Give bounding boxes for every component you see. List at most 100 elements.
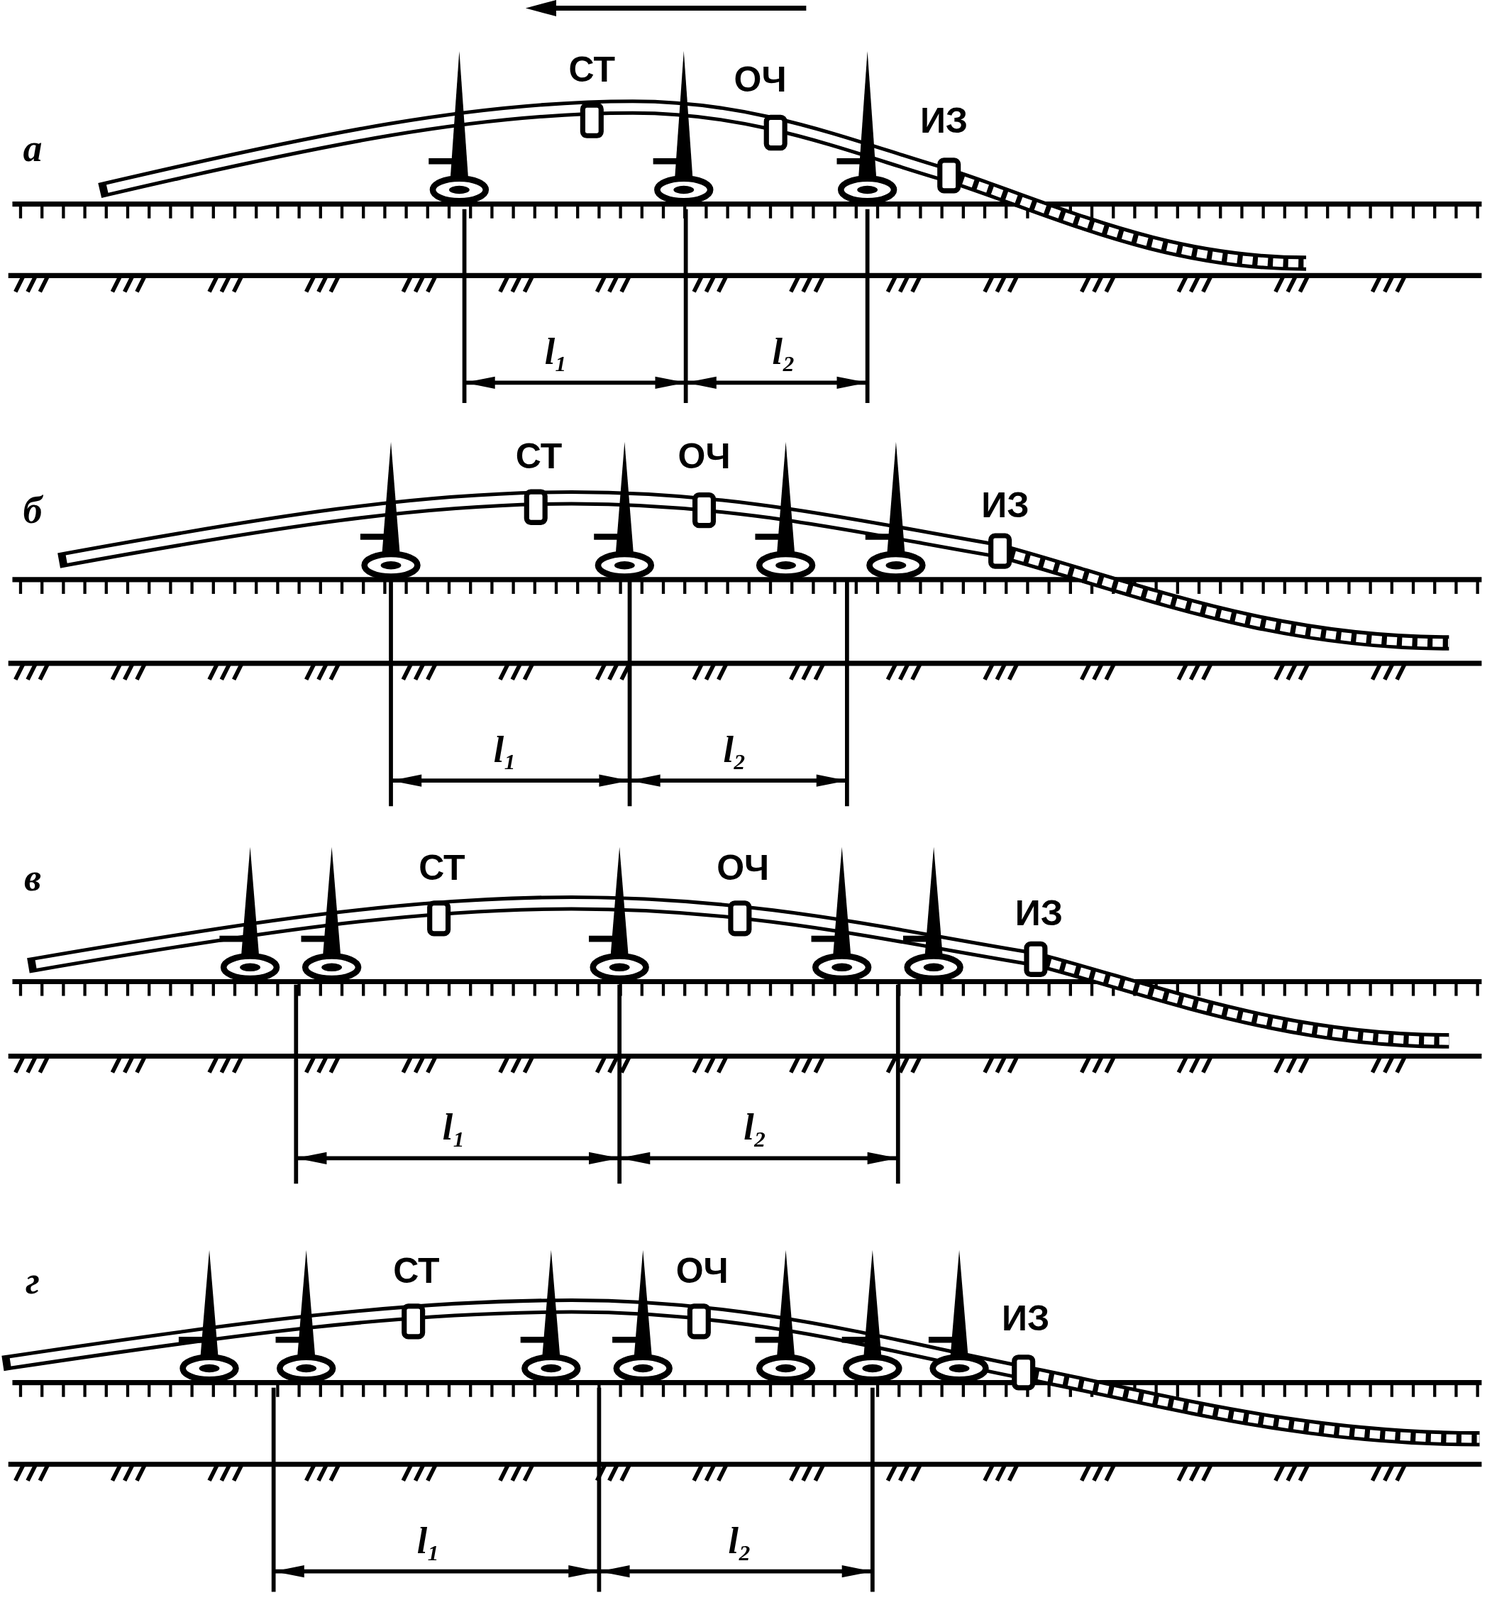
ground-tick [168,204,172,219]
ground-tick [1433,204,1436,219]
hatch [1384,1464,1394,1481]
ground-tick [1347,579,1351,594]
ground-tick [361,1382,365,1397]
hatch [500,1055,509,1072]
hatch [887,663,897,680]
hatch [402,275,412,292]
ground-tick [983,981,987,996]
hatch [1275,275,1285,292]
machine-on-pipe [689,1306,709,1337]
pipelayer-frame [178,1336,215,1344]
dimension-arrow [588,1152,620,1165]
hatch [1384,275,1394,292]
coupling-label: ИЗ [1015,895,1063,931]
ground-tick [40,981,44,996]
hatch [27,1055,37,1072]
pipelayer-track [932,1357,987,1380]
ground-tick [233,579,237,594]
hatch [1191,1055,1200,1072]
hatch [621,275,631,292]
hatch [609,1055,618,1072]
hatch [1191,1464,1200,1481]
ground-tick [1240,579,1243,594]
pipeline [107,107,949,189]
machine-on-pipe [429,903,449,934]
dimension-label: l₂ [769,333,799,371]
ground-tick [1411,204,1415,219]
hatch [1384,1055,1394,1072]
pipelayer-track [598,554,652,577]
machine-on-pipe [695,494,714,526]
hatch [1093,275,1103,292]
ground-tick [640,981,644,996]
ground-tick [1261,204,1265,219]
dimension-arrow [686,376,717,389]
ground-tick [704,1382,708,1397]
pipelayer-track [321,963,342,972]
hatch [318,663,328,680]
ground-tick [790,1382,794,1397]
ground-tick [747,579,751,594]
hatch [318,275,328,292]
hatch [621,1464,631,1481]
ground-tick [597,204,601,219]
pipelayer-frame [928,1336,965,1344]
hatch [234,663,243,680]
coupling-label: СТ [418,849,465,886]
extension-line [271,1387,276,1593]
ground-tick [40,1382,44,1397]
ground-tick [61,981,65,996]
pipelayer-track [815,956,869,980]
ground-tick [1347,981,1351,996]
ground-tick [918,579,922,594]
ground-tick [876,981,880,996]
ground-tick [275,204,279,219]
pipelayer-frame [593,533,630,540]
hatch [1093,1464,1103,1481]
ground-line [12,576,1482,582]
pipelayer-frame [842,1336,878,1344]
ground-tick [533,579,537,594]
hatch [1093,1055,1103,1072]
ground-tick [704,579,708,594]
machine-on-pipe [1014,1357,1033,1388]
ground-tick [1240,1382,1243,1397]
extension-line [683,209,689,403]
ground-tick [190,981,193,996]
ground-tick [811,981,815,996]
hatch [693,1464,703,1481]
ground-tick [661,579,665,594]
ground-tick [725,579,729,594]
hatch [887,1055,897,1072]
ground-tick [1390,204,1394,219]
ground-tick [383,579,386,594]
hatch [815,663,824,680]
extension-line [617,984,622,1184]
ground-tick [1218,204,1222,219]
ground-tick [1004,981,1008,996]
hatch [1384,663,1394,680]
hatch [791,663,800,680]
hatch [1372,663,1382,680]
hatch [887,1464,897,1481]
ground-tick [640,1382,644,1397]
ground-tick [19,579,22,594]
hatch [693,663,703,680]
hatch [597,663,606,680]
ground-tick [61,579,65,594]
ground-tick [1197,204,1201,219]
hatch [221,1055,230,1072]
ground-tick [190,579,193,594]
pipelayer-boom [776,441,796,558]
ground-tick [297,579,301,594]
ground-line [12,1379,1482,1385]
panel-letter: а [23,129,43,168]
ground-tick [19,981,22,996]
dimension-arrow [568,1565,599,1578]
ground-tick [1325,1382,1329,1397]
ground-tick [147,579,151,594]
hatch [124,275,134,292]
hatch [1106,663,1115,680]
pipelayer-frame [275,1336,312,1344]
ground-tick [511,981,515,996]
